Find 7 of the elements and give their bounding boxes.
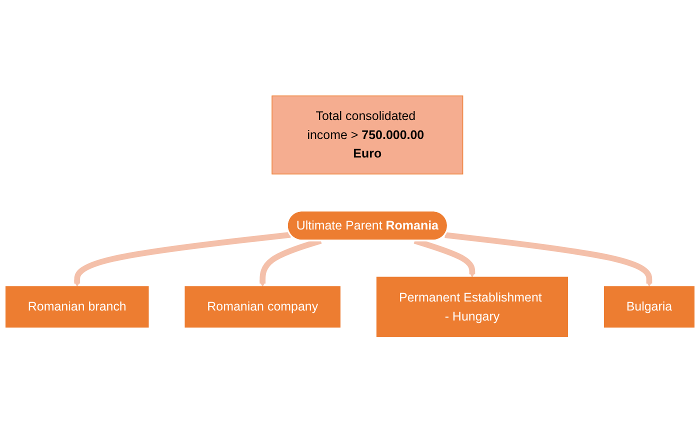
arrow [444, 232, 652, 288]
node-box: Total consolidated income > 750.000.00 Euro [272, 96, 464, 175]
node-box: Permanent Establishment - Hungary [376, 277, 568, 338]
arrow [74, 232, 291, 288]
node-box: Romanian branch [6, 286, 149, 328]
node-box: Romanian company [184, 286, 340, 328]
node-box: Bulgaria [604, 286, 694, 328]
